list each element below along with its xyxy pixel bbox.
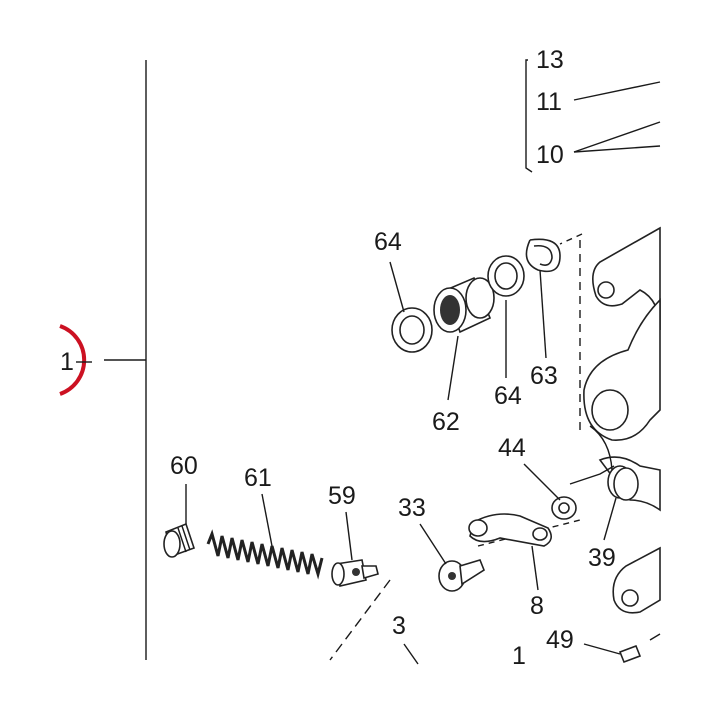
leader-62 (447, 335, 459, 401)
pin-crosshole (352, 568, 360, 576)
circlip-inner (533, 244, 553, 266)
spring-coils (206, 529, 324, 580)
leader-10b (573, 145, 661, 153)
label-62: 62 (432, 408, 460, 436)
label-39: 39 (588, 544, 616, 572)
washer-64-right (487, 255, 525, 297)
label-60: 60 (170, 452, 198, 480)
callout-arc (59, 324, 87, 396)
leader-33 (419, 523, 447, 565)
label-3: 3 (392, 612, 406, 640)
lever-pivot (532, 527, 548, 541)
housing-hole-upper (597, 281, 615, 299)
spring-arm (589, 425, 613, 471)
leader-3 (403, 643, 419, 665)
label-33: 33 (398, 494, 426, 522)
leader-61 (261, 493, 273, 547)
housing-hole-lower (621, 589, 639, 607)
label-1-partial: 1 (512, 642, 526, 670)
axis-top (559, 233, 583, 245)
torsion-spring-39 (569, 425, 639, 501)
pin-59 (331, 559, 379, 587)
plug-thread-1 (177, 527, 187, 553)
leader-64-left (389, 261, 405, 313)
washer-44 (551, 496, 577, 520)
washer-inner (494, 262, 518, 290)
label-63: 63 (530, 362, 558, 390)
plug-60 (163, 522, 196, 558)
leader-39 (603, 497, 617, 541)
housing-bore (591, 389, 629, 431)
label-59: 59 (328, 482, 356, 510)
label-10: 10 (536, 141, 564, 169)
housing-edge (649, 633, 661, 641)
label-64-left: 64 (374, 228, 402, 256)
housing (583, 226, 661, 641)
spring-leg (569, 465, 615, 485)
callout-label: 1 (60, 348, 74, 376)
screw-33 (438, 559, 485, 592)
washer-inner (558, 502, 570, 514)
pin-49 (618, 644, 642, 664)
screw-shank (459, 559, 485, 586)
bearing-needles (440, 295, 460, 325)
pin-face (331, 562, 345, 586)
spring-61 (206, 529, 324, 580)
lever-hole (468, 519, 488, 537)
leader-49 (583, 643, 621, 655)
pin-tip (361, 565, 379, 580)
leader-8 (531, 545, 539, 591)
plug-face (163, 530, 181, 558)
label-13: 13 (536, 46, 564, 74)
callout-marker: 1 (59, 324, 92, 396)
leader-44 (523, 463, 561, 501)
bearing-back (465, 277, 495, 319)
leader-63 (539, 269, 547, 359)
lever-body (469, 513, 552, 547)
label-49: 49 (546, 626, 574, 654)
label-44: 44 (498, 434, 526, 462)
plug-thread-2 (181, 525, 191, 551)
label-61: 61 (244, 464, 272, 492)
label-11: 11 (536, 88, 562, 116)
pin-49-body (618, 644, 642, 664)
label-8: 8 (530, 592, 544, 620)
screw-socket (448, 572, 456, 580)
group-bracket (525, 59, 533, 173)
leader-11 (573, 81, 661, 101)
lever-8 (468, 513, 552, 547)
needle-bearing-62 (433, 276, 495, 334)
leader-10a (573, 121, 661, 153)
washer-64-left (391, 307, 433, 353)
top-right-group: 13 11 10 (525, 46, 661, 173)
spring-coil-2 (613, 467, 639, 501)
axis-bottom (329, 579, 391, 661)
leader-59 (345, 511, 353, 561)
circlip-63 (525, 238, 561, 273)
washer-inner (399, 315, 425, 345)
label-64-right: 64 (494, 382, 522, 410)
